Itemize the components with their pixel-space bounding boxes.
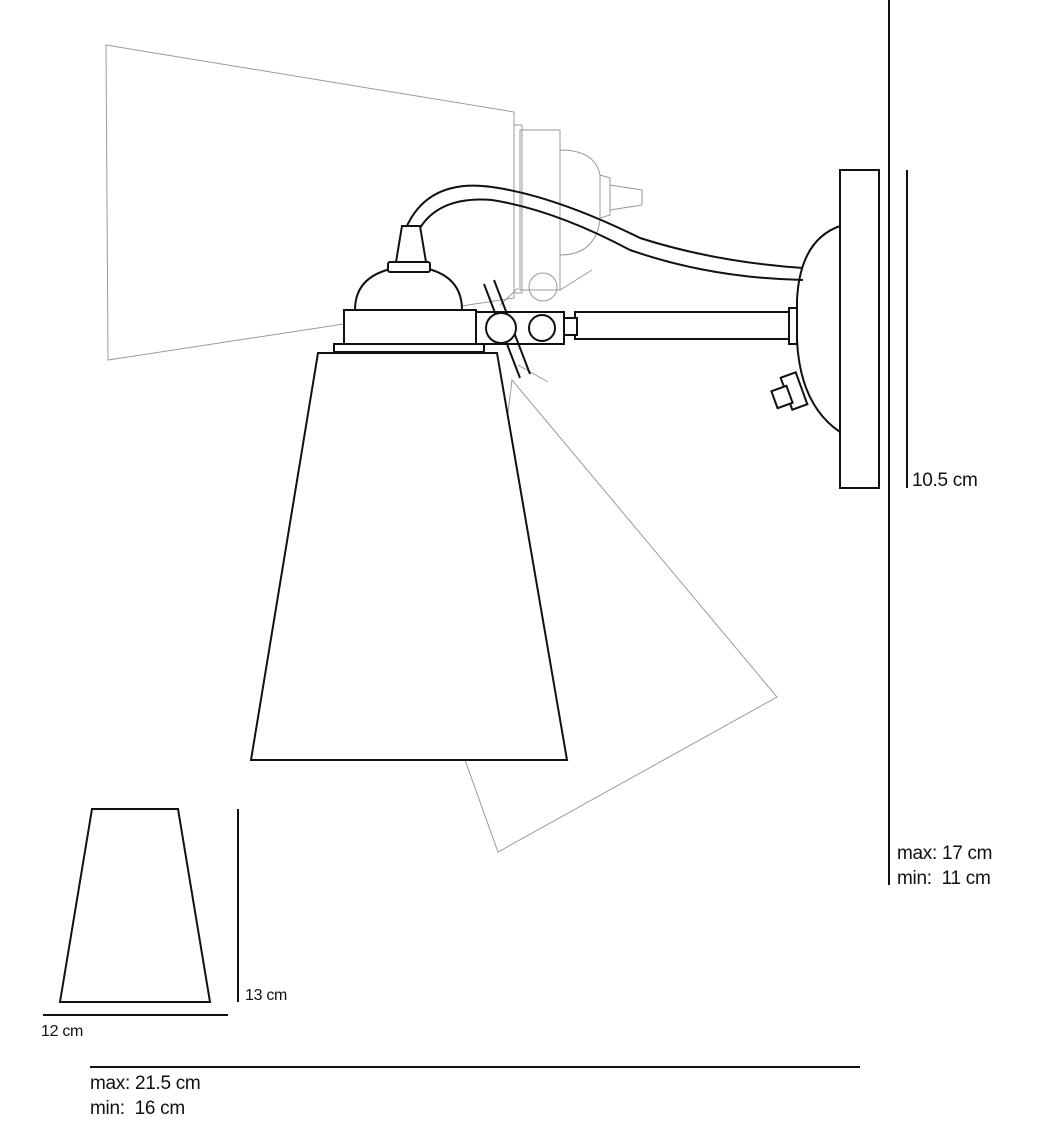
switch-knob (770, 371, 809, 411)
projection-min-label: min: 16 cm (90, 1098, 185, 1119)
power-cable (405, 184, 804, 281)
shade-detail-outline (58, 808, 212, 1003)
ghost-shade-left (105, 44, 515, 361)
shade-width-label: 12 cm (41, 1023, 84, 1040)
wall-backplate (796, 169, 880, 489)
lamp-shade (249, 352, 569, 761)
hinge-knob (475, 279, 565, 379)
lamp-arm (562, 307, 798, 345)
lamp-socket (333, 225, 485, 353)
projection-max-label: max: 21.5 cm (90, 1073, 201, 1094)
shade-height-label: 13 cm (245, 987, 288, 1004)
dimension-lines (43, 0, 908, 1068)
total-height-min-label: min: 11 cm (897, 868, 991, 889)
backplate-height-label: 10.5 cm (912, 470, 978, 491)
ghost-lamp-position-up (105, 44, 643, 361)
total-height-max-label: max: 17 cm (897, 843, 993, 864)
